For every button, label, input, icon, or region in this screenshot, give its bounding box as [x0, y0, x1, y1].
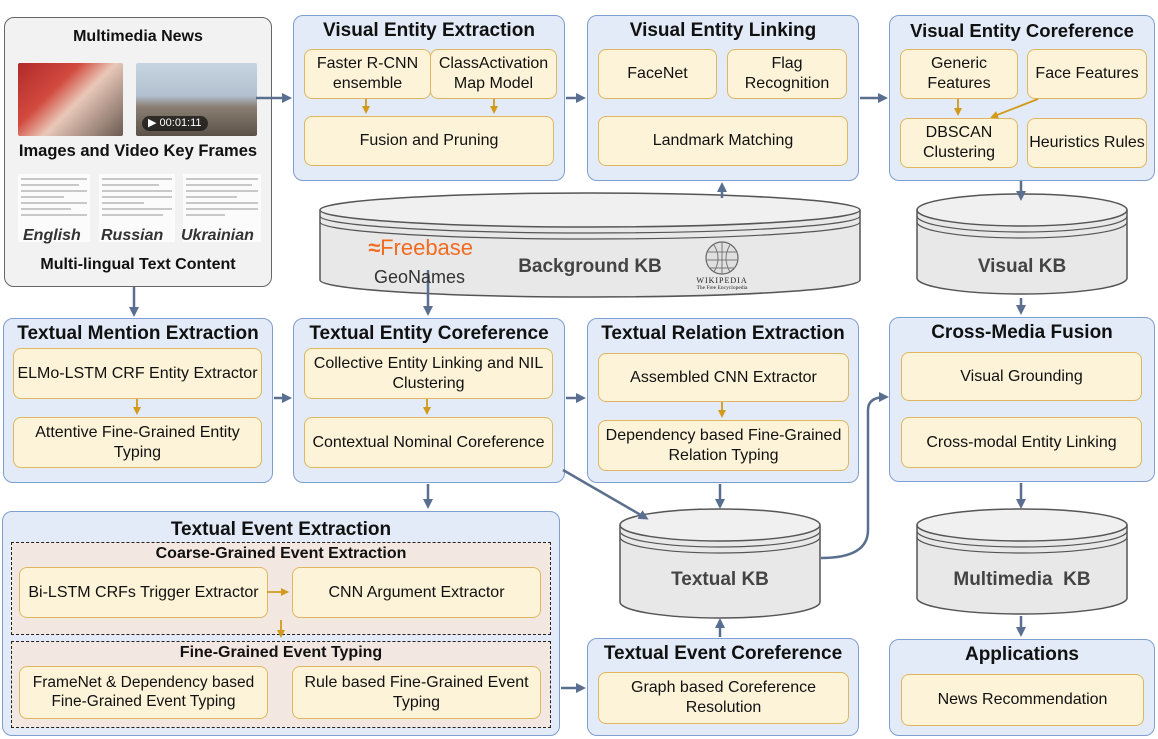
- heuristics-rules-box[interactable]: Heuristics Rules: [1027, 118, 1147, 168]
- fine-grained-event-typing-group: Fine-Grained Event Typing FrameNet & Dep…: [11, 641, 551, 728]
- dependency-relation-typing-box[interactable]: Dependency based Fine-Grained Relation T…: [598, 420, 849, 471]
- panel-title: Textual Relation Extraction: [601, 323, 845, 344]
- textual-mention-extraction-panel: Textual Mention Extraction ELMo-LSTM CRF…: [3, 318, 273, 483]
- news-photo: [18, 63, 123, 136]
- panel-title: Textual Event Extraction: [170, 519, 392, 540]
- faster-rcnn-box[interactable]: Faster R-CNN ensemble: [304, 49, 431, 99]
- panel-title: Textual Event Coreference: [603, 643, 843, 664]
- textual-kb-label: Textual KB: [671, 569, 769, 590]
- visual-kb-cylinder: [916, 193, 1128, 295]
- wikipedia-logo: Wikipedia The Free Encyclopedia: [690, 276, 754, 291]
- attentive-entity-typing-box[interactable]: Attentive Fine-Grained Entity Typing: [13, 417, 262, 468]
- bi-lstm-crfs-box[interactable]: Bi-LSTM CRFs Trigger Extractor: [19, 567, 268, 618]
- language-english: English: [23, 227, 81, 244]
- visual-kb-label: Visual KB: [977, 256, 1067, 277]
- text-content-label: Multi-lingual Text Content: [40, 256, 236, 273]
- cnn-argument-extractor-box[interactable]: CNN Argument Extractor: [292, 567, 541, 618]
- textual-event-coreference-panel: Textual Event Coreference Graph based Co…: [587, 638, 859, 736]
- elmo-lstm-crf-box[interactable]: ELMo-LSTM CRF Entity Extractor: [13, 348, 262, 399]
- wikipedia-wordmark: Wikipedia: [696, 276, 748, 285]
- ukrainian-document: [183, 174, 261, 242]
- cross-media-fusion-panel: Cross-Media Fusion Visual Grounding Cros…: [889, 317, 1155, 482]
- flow-arrows: [129, 93, 1026, 693]
- multimedia-kb-cylinder: [916, 508, 1128, 615]
- graph-based-coreference-box[interactable]: Graph based Coreference Resolution: [598, 672, 849, 724]
- language-ukrainian: Ukrainian: [181, 227, 254, 244]
- coarse-grained-title: Coarse-Grained Event Extraction: [155, 545, 407, 562]
- russian-document: [99, 174, 175, 242]
- video-time: 00:01:11: [159, 117, 202, 129]
- background-kb-cylinder: [319, 192, 861, 298]
- class-activation-map-box[interactable]: ClassActivation Map Model: [430, 49, 557, 99]
- fine-grained-title: Fine-Grained Event Typing: [179, 644, 383, 661]
- wikipedia-globe-icon: [705, 241, 739, 275]
- textual-entity-coreference-panel: Textual Entity Coreference Collective En…: [293, 318, 565, 483]
- panel-title: Applications: [964, 644, 1079, 665]
- english-document: [18, 174, 90, 242]
- multimedia-news-panel: Multimedia News ▶ 00:01:11 Images and Vi…: [4, 17, 272, 287]
- panel-title: Textual Mention Extraction: [17, 323, 259, 344]
- contextual-nominal-coreference-box[interactable]: Contextual Nominal Coreference: [304, 417, 553, 468]
- panel-title: Cross-Media Fusion: [931, 322, 1113, 343]
- panel-title: Textual Entity Coreference: [309, 323, 549, 344]
- freebase-icon: ≈: [368, 235, 381, 260]
- generic-features-box[interactable]: Generic Features: [900, 49, 1018, 99]
- multimedia-news-title: Multimedia News: [73, 28, 203, 45]
- assembled-cnn-box[interactable]: Assembled CNN Extractor: [598, 353, 849, 402]
- visual-grounding-box[interactable]: Visual Grounding: [901, 352, 1142, 401]
- news-recommendation-box[interactable]: News Recommendation: [901, 674, 1144, 726]
- landmark-matching-box[interactable]: Landmark Matching: [598, 116, 848, 166]
- freebase-logo: ≈Freebase: [368, 235, 474, 260]
- wikipedia-tagline: The Free Encyclopedia: [696, 285, 748, 291]
- panel-title: Visual Entity Extraction: [323, 20, 535, 41]
- images-label: Images and Video Key Frames: [18, 142, 258, 160]
- fusion-pruning-box[interactable]: Fusion and Pruning: [304, 116, 554, 166]
- geonames-logo: GeoNames: [374, 267, 466, 287]
- collective-entity-linking-box[interactable]: Collective Entity Linking and NIL Cluste…: [304, 348, 553, 399]
- dbscan-clustering-box[interactable]: DBSCAN Clustering: [900, 118, 1018, 168]
- language-russian: Russian: [101, 227, 164, 244]
- flag-recognition-box[interactable]: Flag Recognition: [727, 49, 847, 99]
- panel-title: Visual Entity Linking: [629, 20, 817, 41]
- facenet-box[interactable]: FaceNet: [598, 49, 717, 99]
- framenet-dependency-box[interactable]: FrameNet & Dependency based Fine-Grained…: [19, 666, 268, 719]
- inner-arrows: [133, 98, 1039, 638]
- play-icon[interactable]: ▶: [148, 117, 157, 129]
- applications-panel: Applications News Recommendation: [889, 639, 1155, 736]
- video-controls[interactable]: ▶ 00:01:11: [142, 116, 208, 131]
- visual-entity-extraction-panel: Visual Entity Extraction Faster R-CNN en…: [293, 15, 565, 181]
- rule-based-event-typing-box[interactable]: Rule based Fine-Grained Event Typing: [292, 666, 541, 719]
- multimedia-kb-label: Multimedia KB: [953, 569, 1091, 590]
- face-features-box[interactable]: Face Features: [1027, 49, 1147, 99]
- background-kb-label: Background KB: [518, 256, 662, 277]
- visual-entity-coreference-panel: Visual Entity Coreference Generic Featur…: [889, 15, 1155, 181]
- cross-modal-entity-linking-box[interactable]: Cross-modal Entity Linking: [901, 417, 1142, 468]
- textual-relation-extraction-panel: Textual Relation Extraction Assembled CN…: [587, 318, 859, 483]
- video-key-frame[interactable]: ▶ 00:01:11: [136, 63, 257, 136]
- visual-entity-linking-panel: Visual Entity Linking FaceNet Flag Recog…: [587, 15, 859, 181]
- panel-title: Visual Entity Coreference: [910, 20, 1134, 41]
- textual-kb-cylinder: [619, 508, 821, 619]
